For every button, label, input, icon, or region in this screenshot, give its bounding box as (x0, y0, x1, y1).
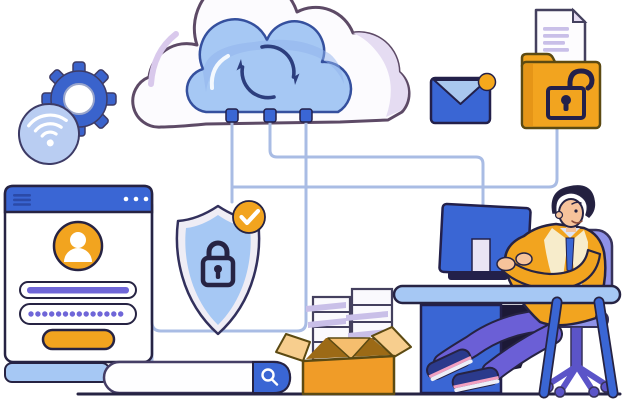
login-button[interactable] (41, 328, 116, 351)
cloud-plug (225, 108, 239, 123)
front-cloud-highlight (209, 54, 230, 90)
sync-icon (236, 44, 300, 100)
front-cloud (185, 18, 353, 114)
window-header (3, 184, 154, 214)
browser-login-window (3, 184, 154, 364)
desk-top (392, 284, 622, 305)
shoe (426, 348, 473, 382)
tie (565, 237, 575, 273)
hamburger-menu-icon[interactable] (13, 194, 31, 206)
monitor-stand (471, 238, 491, 276)
smile (571, 220, 583, 224)
cloud-plug (263, 108, 277, 123)
username-field[interactable] (19, 281, 137, 299)
password-dots (28, 311, 124, 317)
cloud-plugs (225, 108, 313, 123)
open-padlock-icon (546, 68, 595, 120)
notification-dot (477, 72, 497, 92)
cloud-lavender-shade (353, 32, 409, 117)
box-flap-left (275, 333, 311, 362)
file-box (275, 326, 412, 396)
jacket-lapel (570, 230, 588, 298)
shoe (451, 366, 500, 393)
hand (515, 252, 533, 266)
box-flap-right (371, 326, 412, 358)
desk-legs (538, 296, 619, 399)
front-cloud-shade (203, 39, 344, 92)
check-icon (239, 208, 261, 226)
chair-base (542, 326, 612, 398)
document-icon (534, 7, 588, 65)
eyebrow (571, 201, 582, 205)
search-bar[interactable] (102, 360, 292, 395)
envelope-flap (433, 79, 488, 105)
hand (496, 256, 516, 272)
ear (554, 210, 564, 220)
box-flap-front (327, 337, 371, 360)
desk-scene (392, 185, 622, 399)
cloud-highlight-arc (148, 31, 179, 87)
magnifier-icon (261, 368, 279, 386)
eye (574, 209, 578, 213)
hair (551, 185, 596, 218)
check-badge (232, 200, 266, 234)
security-shield (175, 200, 266, 336)
document-text-lines (543, 27, 569, 52)
wifi-icon (18, 103, 80, 165)
line-badge-to-folder (230, 124, 559, 189)
window-dots[interactable] (123, 196, 149, 202)
shield-padlock-icon (200, 240, 236, 288)
keyboard (448, 271, 508, 280)
envelope-icon (429, 72, 497, 125)
line-cloud-to-monitor (268, 120, 485, 214)
cloud-plug (299, 108, 313, 123)
window-bottom-bar (4, 362, 110, 383)
folder-icon (520, 52, 602, 130)
password-field[interactable] (19, 303, 137, 325)
user-avatar (52, 220, 104, 272)
box-front (301, 354, 396, 396)
